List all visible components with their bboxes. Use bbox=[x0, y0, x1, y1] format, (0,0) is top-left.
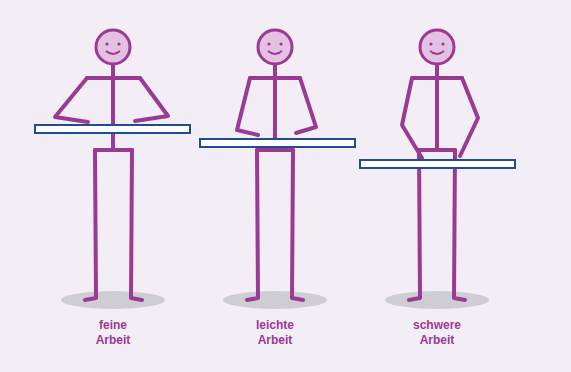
eye bbox=[279, 42, 282, 45]
head bbox=[420, 30, 454, 64]
right-arm bbox=[296, 78, 316, 133]
floor-shadow bbox=[61, 291, 165, 309]
stick-body bbox=[237, 64, 316, 300]
smile bbox=[268, 51, 282, 54]
hips bbox=[257, 148, 293, 152]
figure-heavy bbox=[360, 30, 515, 309]
figure-light bbox=[200, 30, 355, 309]
right-leg bbox=[131, 150, 142, 300]
stick-body bbox=[402, 64, 478, 300]
head bbox=[96, 30, 130, 64]
shoulders bbox=[412, 76, 462, 80]
work-surface bbox=[200, 139, 355, 147]
shoulders bbox=[250, 76, 300, 80]
work-surface bbox=[360, 160, 515, 168]
head bbox=[258, 30, 292, 64]
left-arm bbox=[402, 78, 422, 158]
eye bbox=[429, 42, 432, 45]
figure-fine bbox=[35, 30, 190, 309]
floor-shadow bbox=[385, 291, 489, 309]
left-leg bbox=[409, 150, 420, 300]
right-arm bbox=[135, 78, 168, 121]
work-type-label: leichte Arbeit bbox=[246, 318, 304, 348]
work-surface bbox=[35, 125, 190, 133]
smile bbox=[106, 51, 120, 54]
work-type-label: schwere Arbeit bbox=[408, 318, 466, 348]
eye bbox=[267, 42, 270, 45]
left-arm bbox=[55, 78, 88, 122]
smile bbox=[430, 51, 444, 54]
hips bbox=[95, 148, 132, 152]
stick-body bbox=[55, 64, 168, 300]
left-leg bbox=[247, 150, 258, 300]
eye bbox=[117, 42, 120, 45]
right-arm bbox=[460, 78, 478, 156]
work-type-label: feine Arbeit bbox=[84, 318, 142, 348]
floor-shadow bbox=[223, 291, 327, 309]
hips bbox=[419, 148, 455, 152]
right-leg bbox=[292, 150, 303, 300]
right-leg bbox=[454, 150, 465, 300]
left-arm bbox=[237, 78, 258, 135]
shoulders bbox=[87, 76, 140, 80]
eye bbox=[105, 42, 108, 45]
eye bbox=[441, 42, 444, 45]
left-leg bbox=[85, 150, 96, 300]
